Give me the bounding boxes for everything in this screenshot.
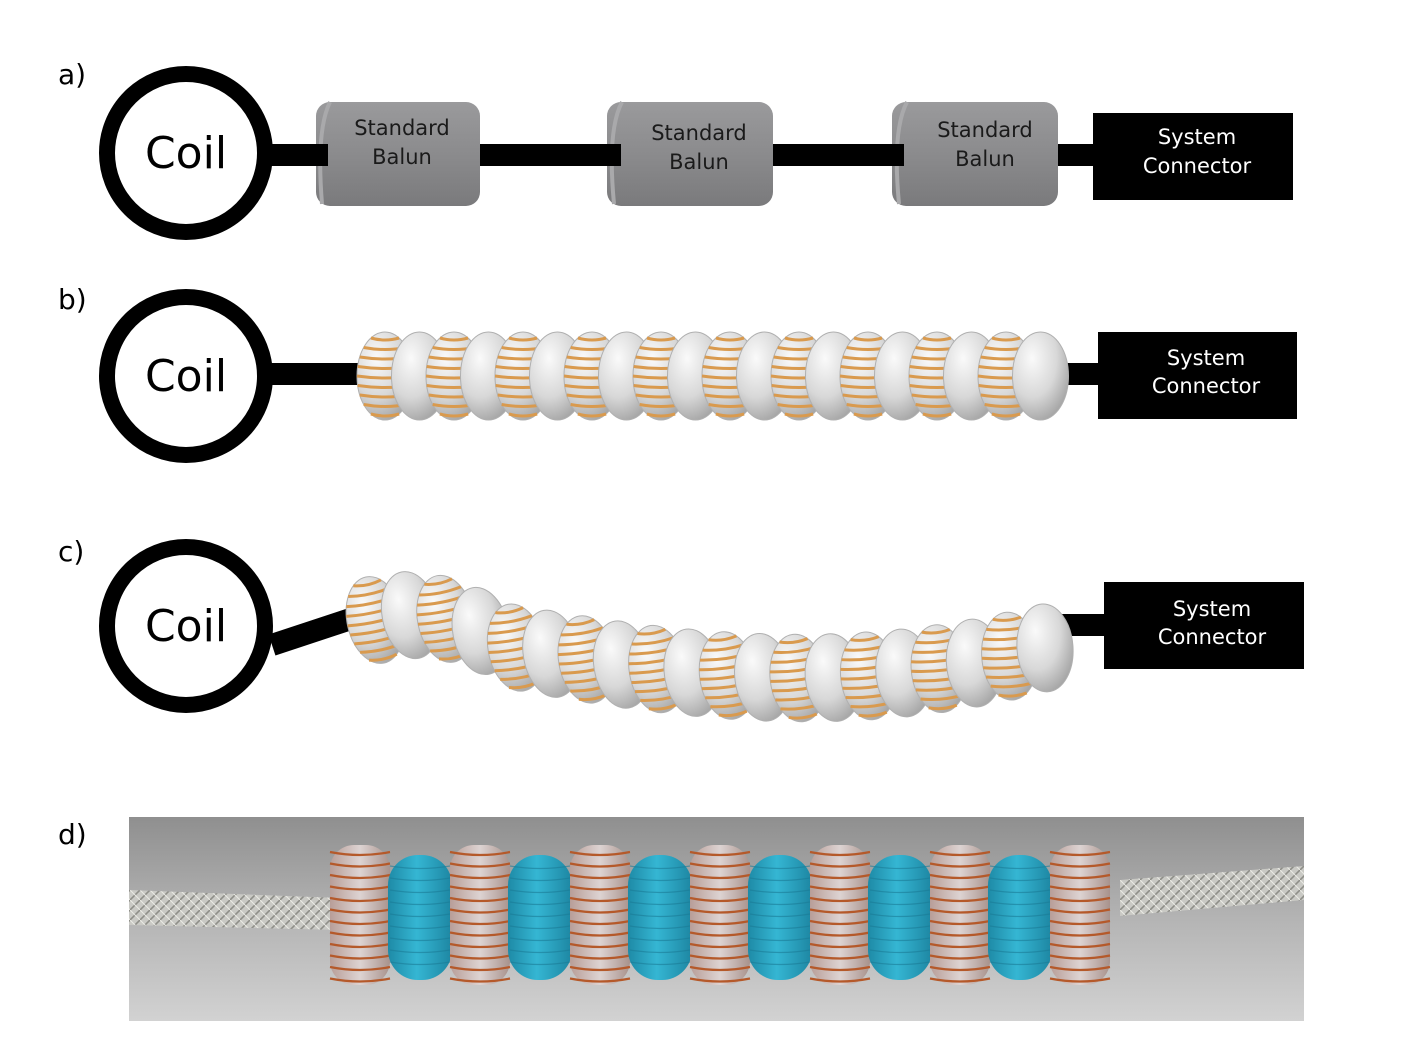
balun-label-line1: Standard <box>937 118 1033 142</box>
toroid-chain-straight <box>356 331 1069 421</box>
connector-label-line1: System <box>1158 125 1236 149</box>
coil-circle <box>99 539 273 713</box>
braided-cable <box>1120 866 1304 916</box>
braided-cable <box>129 890 340 930</box>
panel-c: c) Coil System Connector <box>58 535 1304 723</box>
connector-label-line2: Connector <box>1152 374 1261 398</box>
teal-toroid <box>628 855 692 980</box>
coil-label: Coil <box>145 128 227 179</box>
copper-wound-toroid <box>689 845 751 985</box>
panel-a: a) Coil Standard Balun Standard Balun St… <box>58 58 1293 240</box>
teal-toroid <box>508 855 572 980</box>
copper-wound-toroid <box>329 845 391 985</box>
toroid-stack-photo <box>329 845 1111 985</box>
standard-balun-3: Standard Balun <box>892 101 1058 206</box>
system-connector: System Connector <box>1093 113 1293 200</box>
plain-toroid <box>1016 603 1074 693</box>
coil-label: Coil <box>145 351 227 402</box>
connector-label-line2: Connector <box>1143 154 1252 178</box>
plain-toroid <box>1012 331 1069 421</box>
panel-d: d) <box>58 817 1304 1021</box>
copper-wound-toroid <box>569 845 631 985</box>
panel-c-label: c) <box>58 535 84 568</box>
balun-label-line2: Balun <box>669 150 729 174</box>
teal-toroid <box>748 855 812 980</box>
system-connector: System Connector <box>1098 332 1297 419</box>
copper-wound-toroid <box>809 845 871 985</box>
balun-photo <box>129 817 1304 1021</box>
balun-label-line1: Standard <box>354 116 450 140</box>
standard-balun-2: Standard Balun <box>607 101 773 206</box>
teal-toroid <box>988 855 1052 980</box>
balun-label-line2: Balun <box>955 147 1015 171</box>
copper-wound-toroid <box>449 845 511 985</box>
panel-b: b) Coil System Connector <box>58 283 1297 463</box>
balun-label-line2: Balun <box>372 145 432 169</box>
system-connector: System Connector <box>1104 582 1304 669</box>
coil-circle <box>99 66 273 240</box>
coil-circle <box>99 289 273 463</box>
teal-toroid <box>868 855 932 980</box>
toroid-chain-flexed <box>345 571 1074 723</box>
connector-label-line1: System <box>1173 597 1251 621</box>
balun-label-line1: Standard <box>651 121 747 145</box>
coil-label: Coil <box>145 601 227 652</box>
copper-wound-toroid <box>1049 845 1111 985</box>
panel-d-label: d) <box>58 818 87 851</box>
connector-label-line1: System <box>1167 346 1245 370</box>
teal-toroid <box>388 855 452 980</box>
panel-b-label: b) <box>58 283 87 316</box>
panel-a-label: a) <box>58 58 86 91</box>
connector-label-line2: Connector <box>1158 625 1267 649</box>
copper-wound-toroid <box>929 845 991 985</box>
standard-balun-1: Standard Balun <box>316 101 480 206</box>
